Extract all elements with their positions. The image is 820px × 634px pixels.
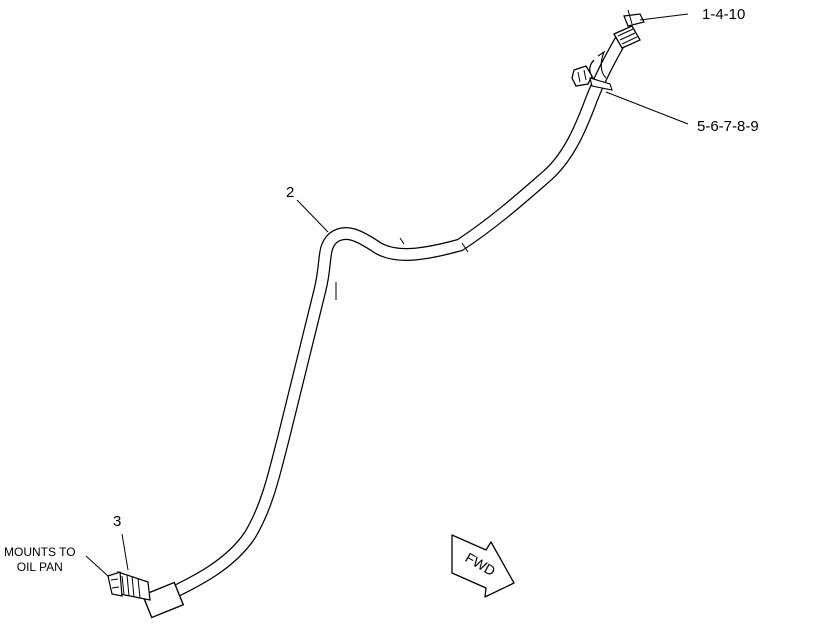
callout-5-6-7-8-9: 5-6-7-8-9 [697,118,759,135]
leader-1-4-10 [639,13,689,21]
note-line-2: OIL PAN [16,560,63,574]
leader-2 [296,199,329,233]
mounts-to-oil-pan-note: MOUNTS TO OIL PAN [4,545,76,575]
leader-3 [121,533,129,571]
callout-3: 3 [113,513,122,530]
callout-1-4-10: 1-4-10 [702,6,746,23]
leader-mounts [85,555,109,577]
fwd-arrow: FWD [451,534,515,598]
top-fitting-assembly [571,9,645,91]
leader-lines [85,13,689,577]
callout-2: 2 [286,184,295,201]
tube-part-2 [159,31,629,603]
note-line-1: MOUNTS TO [4,545,76,559]
leader-5-6-7-8-9 [605,91,689,125]
elbow-fitting-part-3 [107,571,185,619]
